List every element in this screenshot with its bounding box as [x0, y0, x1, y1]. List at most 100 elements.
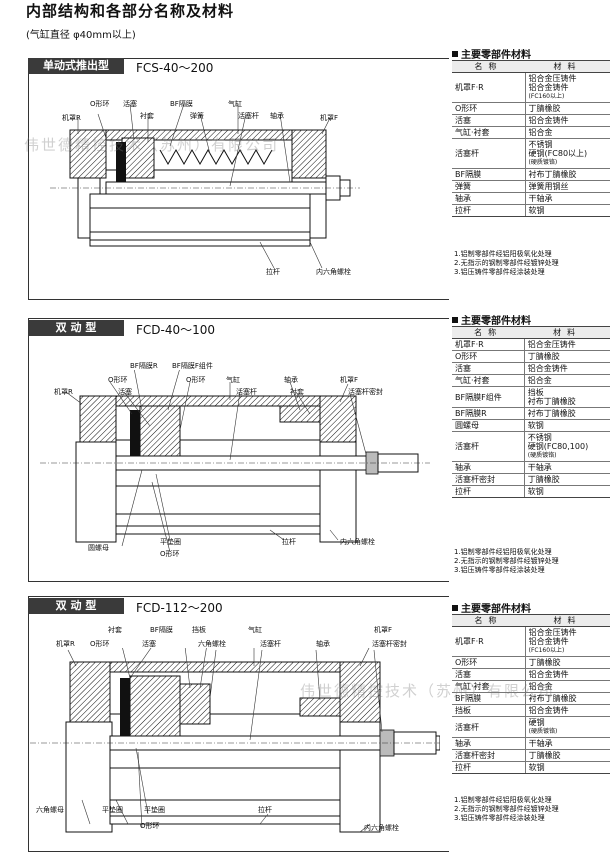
section-1-tag: 单动式推出型 — [28, 58, 124, 74]
table-row: 弹簧弹簧用钢丝 — [452, 180, 610, 193]
table-row: 挡板铝合金铸件 — [452, 704, 610, 717]
note-line: 3.铝压铸件零部件经涂装处理 — [454, 814, 545, 822]
table-header-row: 名称材料 — [452, 60, 610, 73]
col-material: 材料 — [524, 326, 610, 339]
section-2-label-hex-socket-bolt: 内六角螺栓 — [340, 538, 375, 546]
section-3-cross-section — [30, 648, 440, 833]
part-material: 硬钢(硬质镀铬) — [525, 716, 610, 738]
part-name: 气缸·衬套 — [452, 374, 525, 387]
part-name: 机罩F·R — [452, 72, 526, 103]
table-row: BF隔膜衬布丁腈橡胶 — [452, 692, 610, 705]
table-row: BF隔膜衬布丁腈橡胶 — [452, 168, 610, 181]
section-3-label-flat-washer-1: 平垫圈 — [102, 806, 123, 814]
section-1-label-hex-socket-bolt: 内六角螺栓 — [316, 268, 351, 276]
section-2-label-bf-diaphragm-r: BF隔膜R — [130, 362, 158, 370]
part-material: 丁腈橡胶 — [525, 656, 610, 669]
section-2-parts-title: 主要零部件材料 — [452, 312, 531, 327]
table-row: 活塞杆不锈钢硬钢(FC80以上)(硬质镀铬) — [452, 138, 610, 169]
note-line: 2.无指示的钢制零部件经镀锌处理 — [454, 805, 559, 813]
part-material: 铝合金压铸件铝合金铸件(FC160以上) — [525, 626, 610, 657]
part-material: 铝合金 — [525, 680, 610, 693]
part-material: 弹簧用钢丝 — [525, 180, 610, 193]
part-name: 活塞杆 — [452, 716, 526, 738]
watermark: 伟世德精控技术（苏州）有限公司 — [300, 682, 556, 700]
part-material: 铝合金铸件 — [525, 668, 610, 681]
section-2-label-piston: 活塞 — [118, 388, 132, 396]
part-material: 铝合金铸件 — [525, 704, 610, 717]
table-row: O形环丁腈橡胶 — [452, 350, 610, 363]
part-name: 活塞杆密封 — [452, 473, 525, 486]
section-3-tag: 双 动 型 — [28, 598, 124, 614]
part-material: 干轴承 — [524, 461, 610, 474]
part-material-note: (硬质镀铬) — [528, 728, 558, 735]
section-3-model: FCD-112～200 — [136, 601, 223, 615]
section-3-label-hex-nut: 六角螺母 — [36, 806, 64, 814]
part-name: 活塞杆密封 — [452, 749, 526, 762]
note-line: 1.铝制零部件经铝阳极氧化处理 — [454, 250, 552, 258]
section-3-label-bearing: 轴承 — [316, 640, 330, 648]
section-2-tag: 双 动 型 — [28, 320, 124, 336]
part-name: 拉杆 — [452, 204, 526, 217]
section-2-model: FCD-40～100 — [136, 323, 216, 337]
part-material: 不锈钢硬钢(FC80,100)(硬质镀铬) — [524, 431, 610, 462]
part-name: 拉杆 — [452, 485, 525, 498]
note-line: 3.铝压铸件零部件经涂装处理 — [454, 566, 545, 574]
section-2-label-o-ring-3: O形环 — [160, 550, 180, 558]
section-1-label-tie-rod: 拉杆 — [266, 268, 280, 276]
col-material: 材料 — [525, 614, 610, 627]
section-2-label-rod-seal: 活塞杆密封 — [348, 388, 383, 396]
part-name: BF隔膜 — [452, 692, 526, 705]
table-row: 轴承干轴承 — [452, 461, 610, 474]
section-1-header: 单动式推出型 FCS-40～200 — [28, 58, 328, 75]
part-name: 拉杆 — [452, 761, 526, 774]
section-1-model: FCS-40～200 — [136, 61, 214, 75]
section-2-label-cover-r: 机罩R — [54, 388, 73, 396]
table-row: O形环丁腈橡胶 — [452, 656, 610, 669]
part-name: O形环 — [452, 102, 526, 115]
section-2-label-flat-washer: 平垫圈 — [160, 538, 181, 546]
part-name: 活塞 — [452, 114, 526, 127]
part-material: 软钢 — [525, 761, 610, 774]
section-2-label-o-ring-1: O形环 — [108, 376, 128, 384]
section-3-label-o-ring-2: O形环 — [140, 822, 160, 830]
section-2-label-bushing: 衬套 — [290, 388, 304, 396]
part-material-note: (FC160以上) — [528, 647, 565, 654]
part-name: 活塞杆 — [452, 431, 525, 462]
section-2-label-cover-f: 机罩F — [340, 376, 359, 384]
section-1-label-bearing: 轴承 — [270, 112, 284, 120]
part-name: 弹簧 — [452, 180, 526, 193]
part-material: 干轴承 — [525, 192, 610, 205]
table-row: 气缸·衬套铝合金 — [452, 126, 610, 139]
part-material-note: (FC160以上) — [528, 93, 565, 100]
section-3-label-plate: 挡板 — [192, 626, 206, 634]
part-material: 软钢 — [524, 485, 610, 498]
part-name: O形环 — [452, 656, 526, 669]
part-name: BF隔膜R — [452, 407, 525, 420]
table-row: 拉杆软钢 — [452, 761, 610, 774]
section-3-label-hex-socket-bolt: 内六角螺栓 — [364, 824, 399, 832]
col-name: 名称 — [452, 614, 526, 627]
col-name: 名称 — [452, 326, 525, 339]
section-1-label-cylinder: 气缸 — [228, 100, 242, 108]
section-3-label-cylinder: 气缸 — [248, 626, 262, 634]
section-3-label-flat-washer-2: 平垫圈 — [144, 806, 165, 814]
section-3-label-cover-f: 机罩F — [374, 626, 393, 634]
part-name: 活塞 — [452, 668, 526, 681]
table-row: 活塞铝合金铸件 — [452, 362, 610, 375]
part-name: 机罩F·R — [452, 338, 525, 351]
table-row: 活塞杆不锈钢硬钢(FC80,100)(硬质镀铬) — [452, 431, 610, 462]
section-3-label-bushing: 衬套 — [108, 626, 122, 634]
part-material: 铝合金压铸件 — [524, 338, 610, 351]
table-header-row: 名称材料 — [452, 326, 610, 339]
section-3-header: 双 动 型 FCD-112～200 — [28, 598, 328, 615]
part-material: 丁腈橡胶 — [525, 749, 610, 762]
page-title: 内部结构和各部分名称及材料 — [26, 2, 235, 20]
section-1-cross-section — [50, 103, 360, 269]
section-3-label-cover-r: 机罩R — [56, 640, 75, 648]
part-material: 干轴承 — [525, 737, 610, 750]
table-row: 活塞铝合金铸件 — [452, 668, 610, 681]
section-2-label-round-nut: 圆螺母 — [88, 544, 109, 552]
